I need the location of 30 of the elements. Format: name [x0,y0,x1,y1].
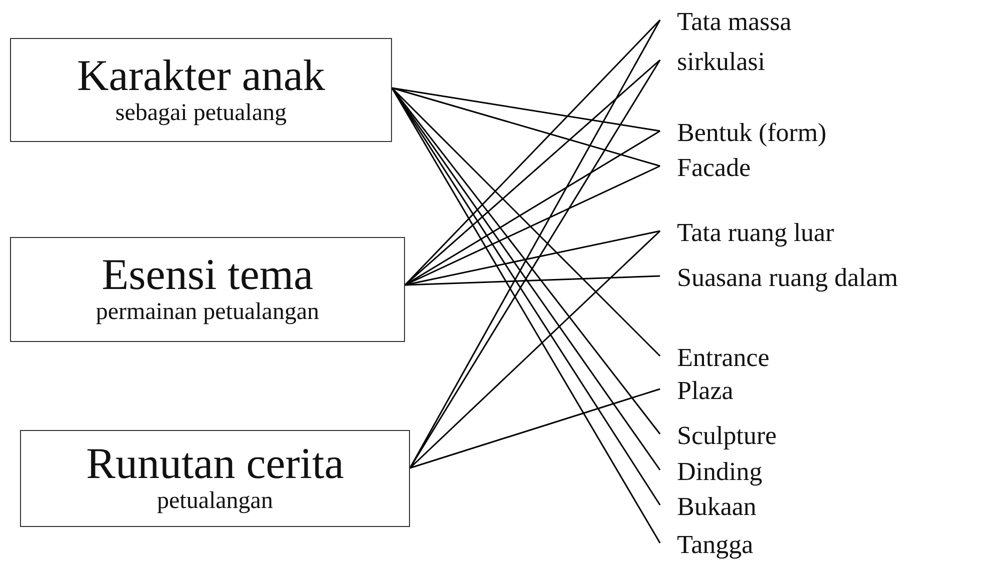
box-heading: Esensi tema [102,252,314,298]
design-aspect-label: Dinding [675,457,762,487]
connector-line [404,19,661,286]
box-subtitle: sebagai petualang [115,98,287,128]
box-subtitle: permainan petualangan [96,298,320,327]
design-aspect-label: Bentuk (form) [675,118,826,148]
design-aspect-label: Entrance [675,343,770,373]
box-heading: Runutan cerita [86,441,344,488]
design-aspect-label: Plaza [675,376,734,406]
connector-line [392,87,660,167]
connector-line [409,230,661,469]
design-aspect-label: Sculpture [675,421,777,451]
design-aspect-label: Facade [675,153,751,183]
design-aspect-label: Suasana ruang dalam [675,263,898,293]
design-aspect-label: Tata ruang luar [675,218,834,248]
box-heading: Karakter anak [77,52,325,99]
concept-box [20,430,410,527]
connector-line [404,230,660,286]
design-aspect-label: Tata massa [675,7,792,37]
connector-line [404,59,660,286]
design-aspect-label: Bukaan [675,492,756,522]
connector-line [410,388,660,469]
connector-line [404,275,660,286]
concept-box [10,237,405,342]
design-aspect-label: Tangga [675,530,754,560]
box-subtitle: petualangan [157,487,273,516]
connector-line [392,87,660,132]
concept-box [10,38,392,142]
design-aspect-label: sirkulasi [675,47,766,77]
connector-line [391,87,661,357]
